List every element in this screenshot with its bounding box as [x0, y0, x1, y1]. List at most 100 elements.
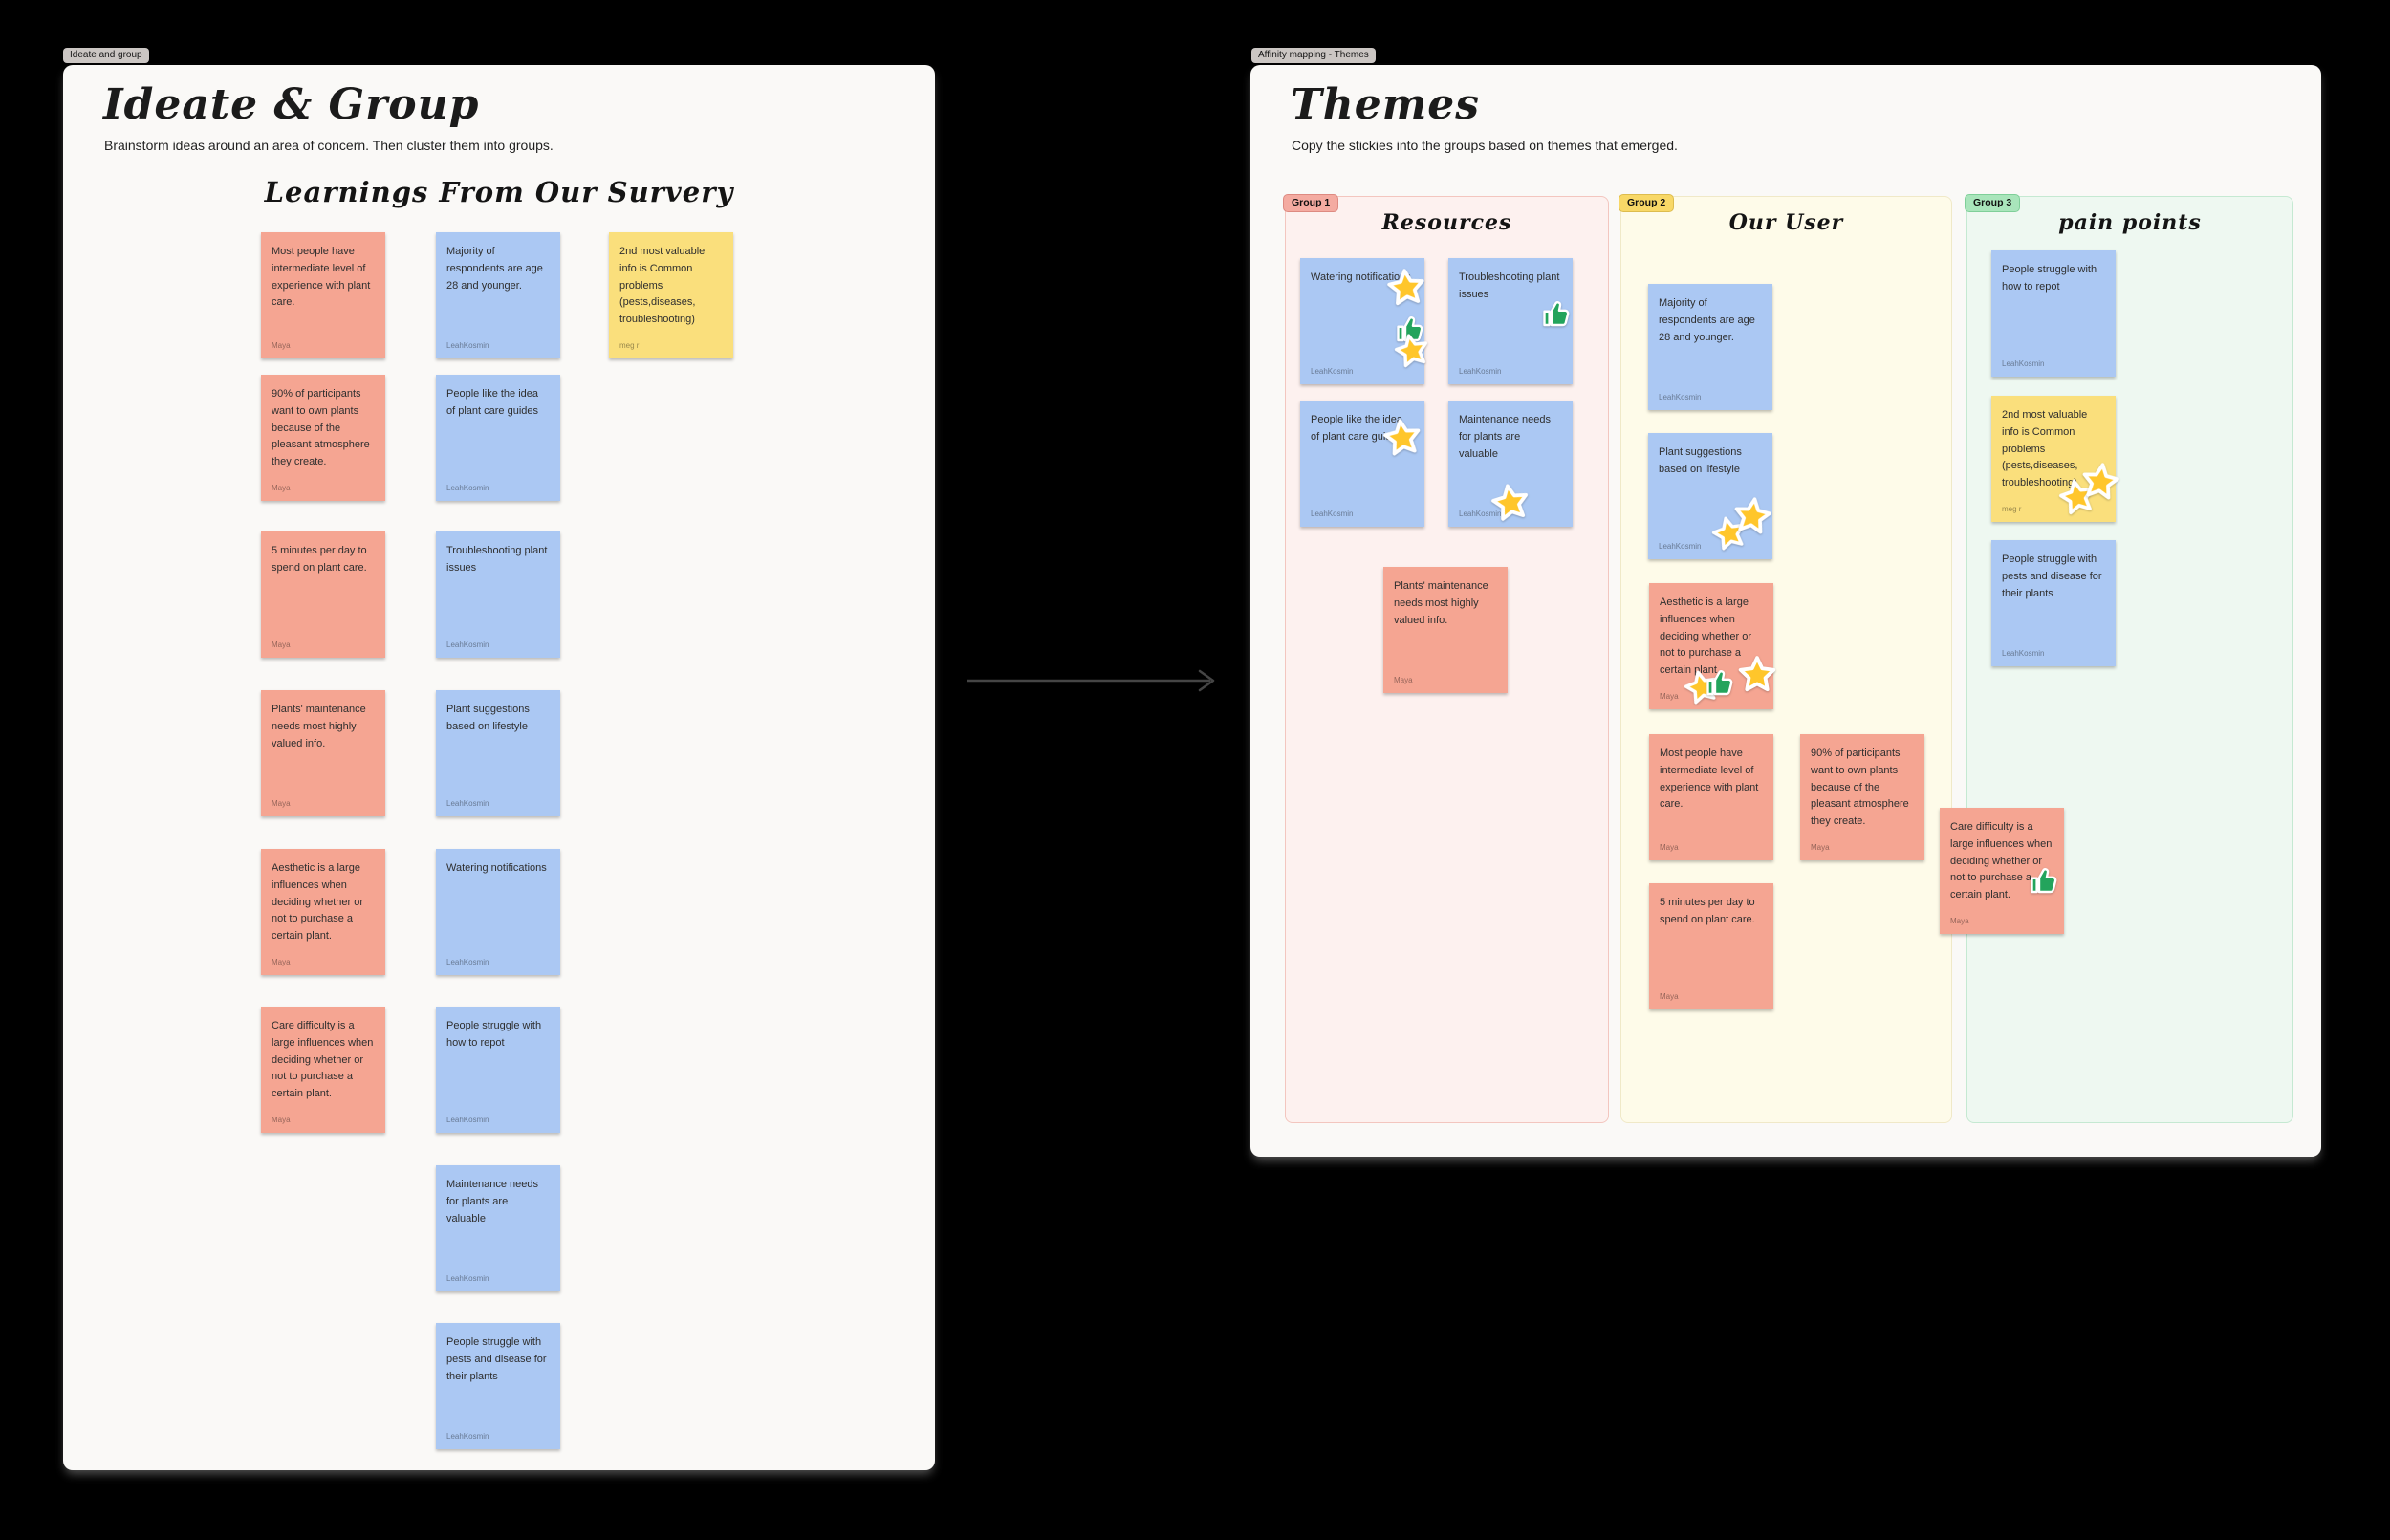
sticky-note[interactable]: Care difficulty is a large influences wh… [261, 1007, 385, 1133]
themes-subtitle: Copy the stickies into the groups based … [1292, 138, 1678, 153]
ideate-board: Ideate & Group Brainstorm ideas around a… [63, 65, 935, 1470]
sticky-author: LeahKosmin [446, 799, 489, 808]
sticky-text: Watering notifications [446, 862, 547, 874]
sticky-author: LeahKosmin [1659, 542, 1702, 551]
thumbs-up-sticker-icon[interactable] [1540, 296, 1575, 331]
sticky-author: Maya [1660, 843, 1679, 852]
sticky-text: Most people have intermediate level of e… [1660, 748, 1759, 811]
sticky-author: LeahKosmin [1311, 367, 1354, 376]
group-badge[interactable]: Group 2 [1619, 194, 1675, 212]
group-name: pain points [2058, 210, 2202, 235]
sticky-note[interactable]: Maintenance needs for plants are valuabl… [1448, 401, 1573, 527]
sticky-note[interactable]: 90% of participants want to own plants b… [1800, 734, 1924, 860]
sticky-author: LeahKosmin [446, 1274, 489, 1283]
sticky-note[interactable]: Most people have intermediate level of e… [1649, 734, 1773, 860]
sticky-note[interactable]: 5 minutes per day to spend on plant care… [1649, 883, 1773, 1009]
thumbs-up-sticker-icon[interactable] [1394, 312, 1428, 346]
sticky-text: Majority of respondents are age 28 and y… [1659, 297, 1755, 343]
sticky-author: LeahKosmin [2002, 359, 2045, 368]
sticky-text: 90% of participants want to own plants b… [1811, 748, 1909, 828]
section-tab-ideate[interactable]: Ideate and group [63, 48, 149, 63]
sticky-note[interactable]: People struggle with pests and disease f… [436, 1323, 560, 1449]
sticky-note[interactable]: Plants' maintenance needs most highly va… [261, 690, 385, 816]
sticky-author: Maya [1660, 992, 1679, 1001]
sticky-author: Maya [272, 640, 291, 649]
star-sticker-icon[interactable] [1488, 480, 1534, 527]
sticky-text: 5 minutes per day to spend on plant care… [1660, 897, 1755, 925]
thumbs-up-sticker-icon[interactable] [1704, 665, 1738, 700]
sticky-text: Aesthetic is a large influences when dec… [1660, 596, 1752, 677]
sticky-author: Maya [272, 958, 291, 966]
sticky-author: LeahKosmin [1311, 510, 1354, 518]
sticky-text: People struggle with how to repot [2002, 264, 2097, 293]
connector-arrow[interactable] [964, 667, 1224, 694]
sticky-author: meg r [2002, 505, 2022, 513]
group-name: Resources [1381, 210, 1512, 235]
sticky-text: People struggle with pests and disease f… [2002, 553, 2102, 599]
sticky-note[interactable]: Most people have intermediate level of e… [261, 232, 385, 358]
sticky-note[interactable]: Majority of respondents are age 28 and y… [1648, 284, 1772, 410]
star-sticker-icon[interactable] [1729, 493, 1774, 538]
sticky-text: Care difficulty is a large influences wh… [272, 1020, 374, 1100]
sticky-note[interactable]: Aesthetic is a large influences when dec… [1649, 583, 1776, 709]
sticky-note[interactable]: 2nd most valuable info is Common problem… [609, 232, 733, 358]
star-sticker-icon[interactable] [2077, 459, 2122, 504]
sticky-text: Watering notifications [1311, 271, 1411, 283]
sticky-author: LeahKosmin [446, 484, 489, 492]
sticky-author: Maya [1394, 676, 1413, 684]
star-sticker-icon[interactable] [1707, 511, 1751, 555]
sticky-note[interactable]: 90% of participants want to own plants b… [261, 375, 385, 501]
sticky-note[interactable]: People like the idea of plant care guide… [1300, 401, 1424, 527]
sticky-note[interactable]: 5 minutes per day to spend on plant care… [261, 531, 385, 658]
sticky-author: Maya [272, 484, 291, 492]
sticky-note[interactable]: Maintenance needs for plants are valuabl… [436, 1165, 560, 1291]
sticky-author: LeahKosmin [446, 958, 489, 966]
sticky-author: LeahKosmin [2002, 649, 2045, 658]
sticky-author: Maya [272, 1116, 291, 1124]
sticky-note[interactable]: Majority of respondents are age 28 and y… [436, 232, 560, 358]
group-badge[interactable]: Group 1 [1283, 194, 1339, 212]
sticky-note[interactable]: People like the idea of plant care guide… [436, 375, 560, 501]
sticky-author: Maya [1660, 692, 1679, 701]
sticky-author: meg r [619, 341, 640, 350]
star-sticker-icon[interactable] [1737, 655, 1777, 695]
sticky-note[interactable]: 2nd most valuable info is Common problem… [1991, 396, 2119, 522]
group-badge[interactable]: Group 3 [1965, 194, 2021, 212]
sticky-text: Plants' maintenance needs most highly va… [272, 704, 366, 749]
sticky-text: People like the idea of plant care guide… [1311, 414, 1403, 443]
sticky-text: People like the idea of plant care guide… [446, 388, 539, 417]
thumbs-up-sticker-icon[interactable] [2028, 863, 2062, 898]
sticky-author: LeahKosmin [446, 341, 489, 350]
sticky-text: People struggle with how to repot [446, 1020, 542, 1049]
sticky-note[interactable]: Care difficulty is a large influences wh… [1940, 808, 2064, 934]
sticky-note[interactable]: Plants' maintenance needs most highly va… [1383, 567, 1508, 693]
themes-board: Themes Copy the stickies into the groups… [1250, 65, 2321, 1157]
star-sticker-icon[interactable] [1380, 415, 1424, 460]
sticky-text: Maintenance needs for plants are valuabl… [1459, 414, 1552, 460]
star-sticker-icon[interactable] [1384, 266, 1428, 310]
sticky-text: People struggle with pests and disease f… [446, 1336, 547, 1382]
sticky-text: Plant suggestions based on lifestyle [1659, 446, 1742, 475]
sticky-note[interactable]: Aesthetic is a large influences when dec… [261, 849, 385, 975]
sticky-author: LeahKosmin [446, 1116, 489, 1124]
sticky-text: 90% of participants want to own plants b… [272, 388, 370, 468]
sticky-text: 2nd most valuable info is Common problem… [619, 246, 706, 326]
ideate-title: Ideate & Group [103, 80, 480, 129]
star-sticker-icon[interactable] [1390, 329, 1433, 372]
section-tab-affinity-mapping[interactable]: Affinity mapping - Themes [1251, 48, 1376, 63]
sticky-note[interactable]: People struggle with pests and disease f… [1991, 540, 2116, 666]
sticky-author: LeahKosmin [1459, 367, 1502, 376]
sticky-author: Maya [272, 341, 291, 350]
sticky-text: Majority of respondents are age 28 and y… [446, 246, 543, 292]
sticky-author: Maya [1950, 917, 1969, 925]
